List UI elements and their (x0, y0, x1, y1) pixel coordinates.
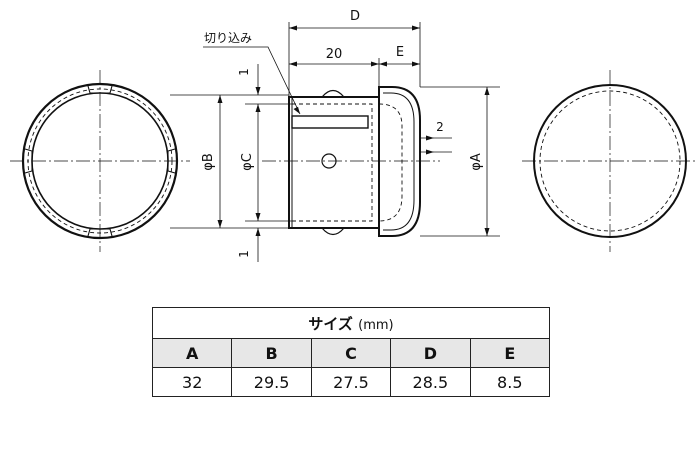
label-E: E (396, 45, 404, 60)
label-D: D (350, 9, 360, 24)
size-table-title-row: サイズ (mm) (152, 307, 550, 339)
value-A: 32 (151, 367, 233, 397)
dimensions (170, 22, 500, 262)
value-E: 8.5 (469, 367, 551, 397)
label-phiA: φA (469, 153, 484, 171)
header-E: E (469, 338, 551, 368)
header-A: A (151, 338, 233, 368)
size-table-header-row: A B C D E (151, 338, 551, 368)
tab-bottom (321, 227, 345, 236)
hidden-bore (292, 103, 373, 222)
value-D: 28.5 (390, 367, 471, 397)
arrowheads (217, 25, 490, 236)
label-notch: 切り込み (204, 31, 252, 45)
size-table-value-row: 32 29.5 27.5 28.5 8.5 (151, 367, 551, 397)
label-20: 20 (326, 47, 343, 62)
size-table-title-text: サイズ (308, 314, 353, 333)
header-D: D (390, 338, 471, 368)
header-C: C (310, 338, 392, 368)
header-B: B (231, 338, 312, 368)
value-B: 29.5 (231, 367, 312, 397)
size-table: サイズ (mm) A B C D E 32 29.5 27.5 28.5 8.5 (151, 307, 551, 397)
value-C: 27.5 (310, 367, 392, 397)
label-1-top: 1 (237, 68, 251, 76)
head-inner-line (383, 92, 415, 231)
size-table-unit: (mm) (358, 317, 394, 333)
side-view (262, 86, 440, 237)
label-phiC: φC (240, 153, 255, 171)
label-1-bottom: 1 (237, 250, 251, 258)
left-end-view (10, 70, 190, 252)
notch-leader (203, 46, 301, 115)
label-2: 2 (436, 120, 444, 134)
tab-top (321, 89, 345, 98)
head-hidden-line (378, 103, 403, 222)
technical-drawing: D 20 E 切り込み 1 1 2 φB φC φA (10, 9, 698, 262)
right-end-view (522, 70, 698, 252)
notch-slot (291, 115, 369, 129)
head-outline (378, 86, 421, 237)
size-table-title: サイズ (mm) (152, 307, 550, 339)
label-phiB: φB (201, 153, 216, 171)
